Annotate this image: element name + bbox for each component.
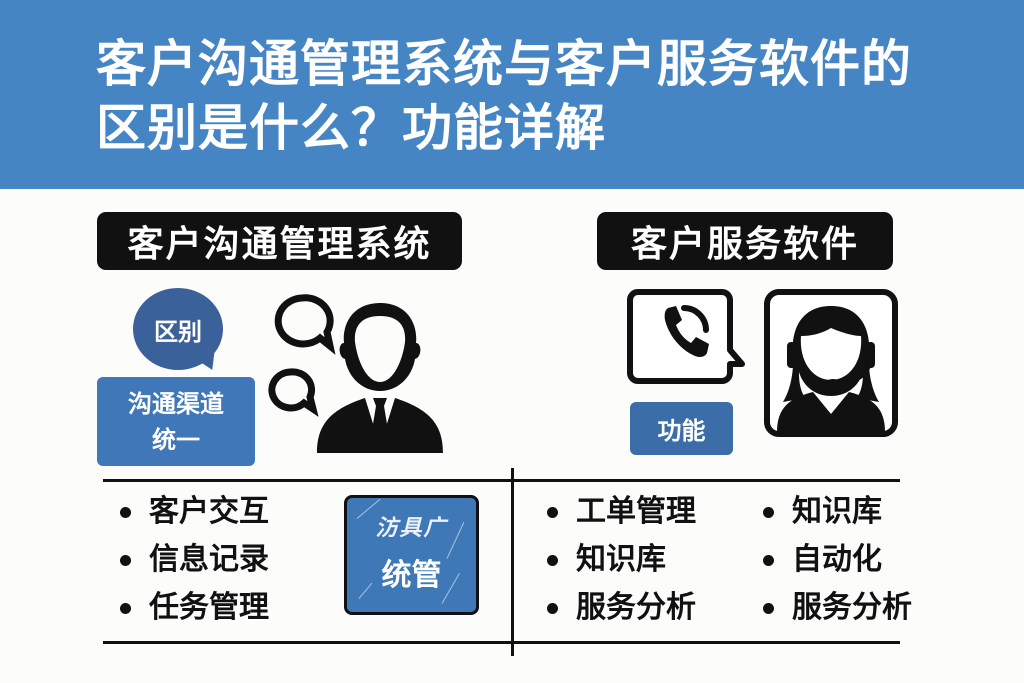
right-feature-list-col2: 知识库 自动化 服务分析 [763,488,912,632]
chat-bubble-small-icon [268,368,319,417]
list-item: 任务管理 [120,584,269,632]
list-item-label: 服务分析 [792,590,912,625]
unified-management-sketch-box: 汸具广 统管 [344,495,479,615]
list-item-label: 客户交互 [149,494,269,529]
list-item: 信息记录 [120,536,269,584]
header-banner: 客户沟通管理系统与客户服务软件的区别是什么？功能详解 [0,0,1024,189]
bullet-icon [763,554,774,566]
bullet-icon [547,506,558,518]
list-item-label: 知识库 [576,542,666,577]
sketch-stroke [446,522,465,559]
function-label: 功能 [657,417,706,445]
bullet-icon [547,602,558,614]
list-item-label: 知识库 [792,494,882,529]
list-item: 知识库 [547,536,696,584]
businessman-icon [317,303,443,453]
bullet-icon [763,506,774,518]
list-item: 工单管理 [547,488,696,536]
sketch-stroke [441,572,460,604]
phone-bubble-icon [626,286,746,390]
left-feature-list: 客户交互 信息记录 任务管理 [120,488,269,632]
list-item: 自动化 [763,536,912,584]
sketch-box-line1: 汸具广 [375,516,448,541]
unified-channel-line1: 沟通渠道 [128,389,224,418]
list-item-label: 工单管理 [576,494,696,529]
unified-channel-box: 沟通渠道 统一 [97,377,255,466]
bullet-icon [120,602,131,614]
page-title: 客户沟通管理系统与客户服务软件的区别是什么？功能详解 [96,35,912,157]
bullet-icon [763,602,774,614]
bullet-icon [120,554,131,566]
right-section-title: 客户服务软件 [597,212,893,270]
table-bottom-divider [103,641,900,644]
sketch-stroke [358,582,373,599]
sketch-box-line2: 统管 [381,558,442,593]
list-item-label: 服务分析 [576,590,696,625]
list-item-label: 信息记录 [149,542,269,577]
list-item: 客户交互 [120,488,269,536]
support-agent-icon [763,288,899,438]
difference-bubble: 区别 [133,288,223,370]
table-top-divider [103,479,900,482]
bullet-icon [547,554,558,566]
chat-bubble-large-icon [274,294,336,355]
left-section-title: 客户沟通管理系统 [97,212,462,270]
list-item-label: 自动化 [792,542,882,577]
difference-label: 区别 [154,317,202,346]
list-item: 服务分析 [547,584,696,632]
list-item: 服务分析 [763,584,912,632]
unified-channel-line2: 统一 [152,425,200,454]
phone-icon [664,305,709,357]
table-center-divider [511,468,514,656]
function-badge: 功能 [630,402,733,455]
list-item: 知识库 [763,488,912,536]
list-item-label: 任务管理 [149,590,269,625]
bullet-icon [120,506,131,518]
businessman-with-chat-bubbles-icon [262,288,462,458]
right-feature-list-col1: 工单管理 知识库 服务分析 [547,488,696,632]
